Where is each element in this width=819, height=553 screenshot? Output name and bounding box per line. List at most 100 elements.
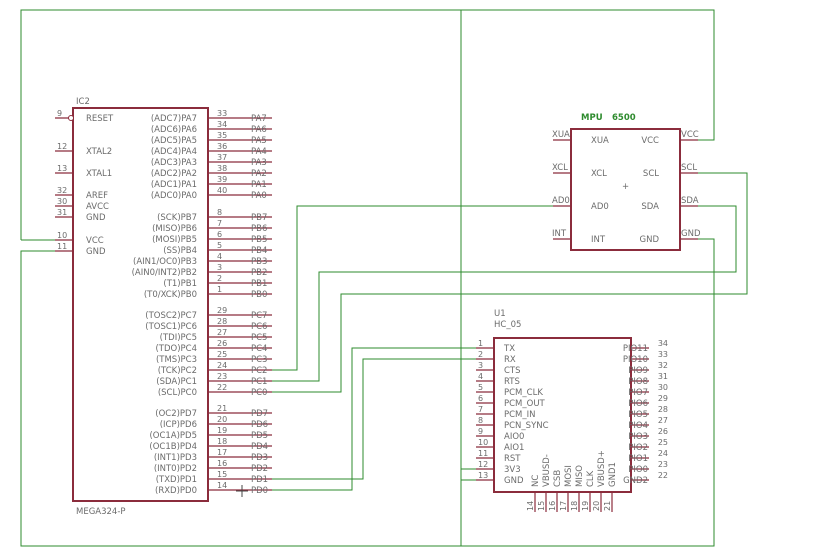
u1-pin-number: 34	[658, 339, 668, 348]
u1-pin-label: PIO2	[628, 443, 648, 453]
ic2-net-label: PC1	[251, 377, 267, 387]
ic2-pin-number: 38	[217, 164, 227, 173]
ic2-pin-number: 13	[57, 164, 67, 173]
pd1-rx-wire	[272, 358, 476, 480]
top-border-wire	[20, 9, 715, 240]
u1-pin-label: PIO5	[628, 410, 648, 420]
ic2-pin-label: RESET	[86, 114, 114, 124]
ic2-pin-label: (T1)PB1	[163, 279, 197, 289]
mpu-net-label: VCC	[681, 130, 699, 140]
ic2-net-label: PB2	[251, 268, 267, 278]
u1-part: HC_05	[494, 320, 521, 330]
u1-pin-label: NC	[531, 475, 541, 487]
ic2-pin-label: (ADC0)PA0	[151, 191, 197, 201]
ic2-pin-label: (OC2)PD7	[155, 409, 197, 419]
ic2-name: IC2	[76, 97, 90, 107]
u1-pin-label: PIO9	[628, 366, 648, 376]
mpu-pin-label: SDA	[641, 202, 659, 212]
ic2-pin-number: 11	[57, 242, 67, 251]
u1-pin-number: 10	[478, 438, 488, 447]
u1-pin-number: 14	[526, 501, 535, 511]
u1-pin-label: CSB	[553, 470, 563, 487]
ic2-pin-number: 28	[217, 317, 227, 326]
ic2-pin-label: (TOSC2)PC7	[145, 311, 197, 321]
ic2-pin-number: 39	[217, 175, 227, 184]
pd0-tx-wire	[272, 347, 476, 491]
ic2-net-label: PB4	[251, 246, 267, 256]
mpu-pin-label: SCL	[643, 169, 659, 179]
left-gnd-bus-wire	[20, 238, 715, 547]
ic2-net-label: PA0	[251, 191, 267, 201]
mpu-net-label: XUA	[552, 130, 570, 140]
u1-pin-number: 20	[592, 501, 601, 511]
mpu-origin-mark: +	[622, 182, 629, 192]
ic2-body	[72, 107, 209, 502]
ic2-pin-number: 35	[217, 131, 227, 140]
pc0-scl-wire	[272, 172, 748, 393]
ic2-pin-label: (SDA)PC1	[156, 377, 197, 387]
u1-name: U1	[494, 309, 506, 319]
ic2-pin-label: (ADC1)PA1	[151, 180, 197, 190]
u1-pin-number: 25	[658, 438, 668, 447]
ic2-net-label: PC3	[251, 355, 267, 365]
u1-pin-number: 22	[658, 471, 668, 480]
u1-pin-label: PIO0	[628, 465, 648, 475]
mpu-net-label: XCL	[552, 163, 568, 173]
u1-pin-label: 3V3	[504, 465, 521, 475]
mpu-pin-label: GND	[640, 235, 660, 245]
u1-pin-number: 19	[581, 501, 590, 511]
ic2-pin-label: (MOSI)PB5	[152, 235, 197, 245]
u1-pin-label: PIO6	[628, 399, 648, 409]
u1-pin-label: AIO1	[504, 443, 524, 453]
ic2-pin-number: 15	[217, 470, 227, 479]
ic2-pin-number: 2	[217, 274, 222, 283]
u1-pin-number: 32	[658, 361, 668, 370]
ic2-net-label: PD6	[251, 420, 268, 430]
u1-pin-number: 27	[658, 416, 668, 425]
ic2-net-label: PA4	[251, 147, 267, 157]
ic2-pin-number: 16	[217, 459, 227, 468]
ic2-pin-number: 6	[217, 230, 222, 239]
ic2-net-label: PA1	[251, 180, 267, 190]
u1-pin-number: 21	[603, 501, 612, 511]
u1-pin-label: GND	[504, 476, 524, 486]
u1-pin-label: MISO	[575, 465, 585, 487]
ic2-pin-label: (ADC5)PA5	[151, 136, 197, 146]
ic2-pin-number: 10	[57, 231, 67, 240]
ic2-pin-number: 33	[217, 109, 227, 118]
u1-pin-label: RTS	[504, 377, 520, 387]
ic2-pin-number: 14	[217, 481, 227, 490]
ic2-pin-number: 9	[57, 109, 62, 118]
u1-pin-number: 7	[478, 405, 483, 414]
u1-right-pins: 34PIO1133PIO1032PIO931PIO830PIO729PIO628…	[623, 339, 668, 486]
ic2-pin-label: (INT1)PD3	[154, 453, 197, 463]
ic2-pin-number: 8	[217, 208, 222, 217]
ic2-pin-number: 29	[217, 306, 227, 315]
u1-pin-number: 31	[658, 372, 668, 381]
u1-pin-number: 12	[478, 460, 488, 469]
ic2-net-label: PD2	[251, 464, 268, 474]
ic2-pin-label: (TCK)PC2	[158, 366, 197, 376]
u1-pin-label: PIO8	[628, 377, 648, 387]
ic2-net-label: PD7	[251, 409, 268, 419]
u1-pin-number: 2	[478, 350, 483, 359]
mpu-pin-label: INT	[591, 235, 606, 245]
u1-pin-label: PIO3	[628, 432, 648, 442]
u1-pin-number: 16	[548, 501, 557, 511]
ic2-pin-label: (ICP)PD6	[160, 420, 197, 430]
ic2-pin-label: GND	[86, 213, 106, 223]
ic2-component[interactable]: IC2 MEGA324-P 9RESET12XTAL213XTAL132AREF…	[55, 97, 272, 517]
ic2-net-label: PB1	[251, 279, 267, 289]
mpu-pin-label: AD0	[591, 202, 609, 212]
ic2-pin-label: (MISO)PB6	[152, 224, 197, 234]
mpu-pin-label: XCL	[591, 169, 607, 179]
u1-component[interactable]: U1 HC_05 1TX2RX3CTS4RTS5PCM_CLK6PCM_OUT7…	[476, 309, 668, 512]
u1-pin-label: PCN_SYNC	[504, 421, 549, 431]
ic2-pin-number: 1	[217, 285, 222, 294]
u1-pin-number: 1	[478, 339, 483, 348]
ic2-pin-label: (TDO)PC4	[155, 344, 197, 354]
mpu-net-label: INT	[552, 229, 567, 239]
ic2-pin-number: 26	[217, 339, 227, 348]
